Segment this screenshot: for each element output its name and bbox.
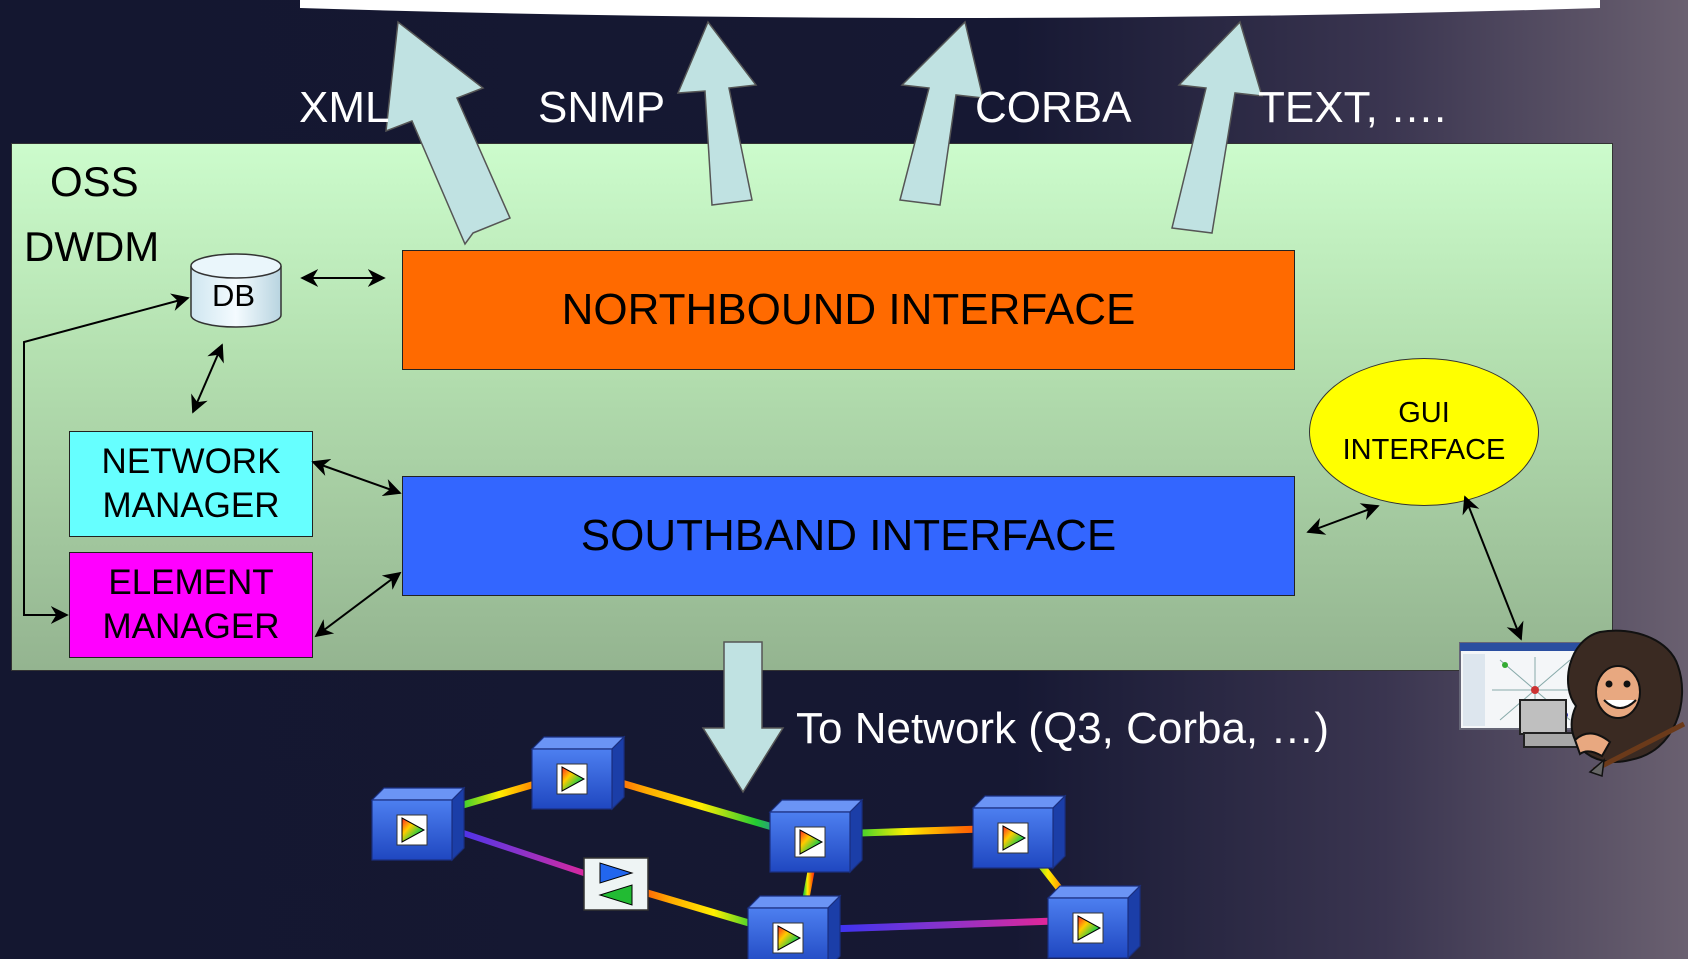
to-network-down-arrow: [701, 641, 785, 794]
text-up-arrow: [1171, 20, 1264, 234]
southbound-interface-label: SOUTHBAND INTERFACE: [580, 511, 1117, 560]
gui-interface-label-line2: INTERFACE: [1342, 434, 1506, 466]
element-manager-southbound-connector: [314, 571, 402, 638]
protocol-label-xml: XML: [299, 83, 390, 132]
network-node-2: [530, 735, 626, 811]
network-node-5: [1046, 884, 1142, 959]
oss-label: OSS: [50, 158, 139, 205]
protocol-label-snmp: SNMP: [538, 83, 666, 132]
northbound-interface-label: NORTHBOUND INTERFACE: [561, 285, 1136, 334]
link-n6-n5: [799, 916, 1085, 934]
db-element-manager-loop-connector: [23, 293, 190, 624]
gui-user-connector: [1462, 495, 1524, 641]
user-at-computer-figure: [1459, 629, 1686, 778]
protocol-label-corba: CORBA: [975, 83, 1132, 132]
gui-interface-label-line1: GUI: [1398, 397, 1450, 429]
gui-interface-ellipse: GUI INTERFACE: [1309, 358, 1539, 506]
db-label: DB: [212, 278, 256, 313]
northbound-interface-box: NORTHBOUND INTERFACE: [402, 250, 1295, 370]
protocol-label-text: TEXT, ….: [1258, 83, 1447, 132]
db-cylinder: [190, 253, 282, 328]
network-manager-southbound-connector: [311, 458, 402, 497]
snmp-up-arrow: [676, 20, 758, 206]
dwdm-label: DWDM: [24, 223, 160, 270]
corba-up-arrow: [899, 20, 984, 206]
caveman-user-icon: [1519, 629, 1686, 778]
db-network-manager-connector: [191, 343, 224, 414]
xml-up-arrow: [385, 20, 511, 246]
to-network-label: To Network (Q3, Corba, …): [796, 704, 1330, 753]
southbound-gui-connector: [1306, 503, 1380, 535]
amplifier-node: [583, 857, 649, 911]
network-node-1: [370, 786, 466, 862]
network-node-3: [768, 798, 864, 874]
network-node-4: [971, 794, 1067, 870]
top-banner: [300, 0, 1600, 18]
southbound-interface-box: SOUTHBAND INTERFACE: [402, 476, 1295, 596]
network-node-6: [746, 894, 842, 959]
